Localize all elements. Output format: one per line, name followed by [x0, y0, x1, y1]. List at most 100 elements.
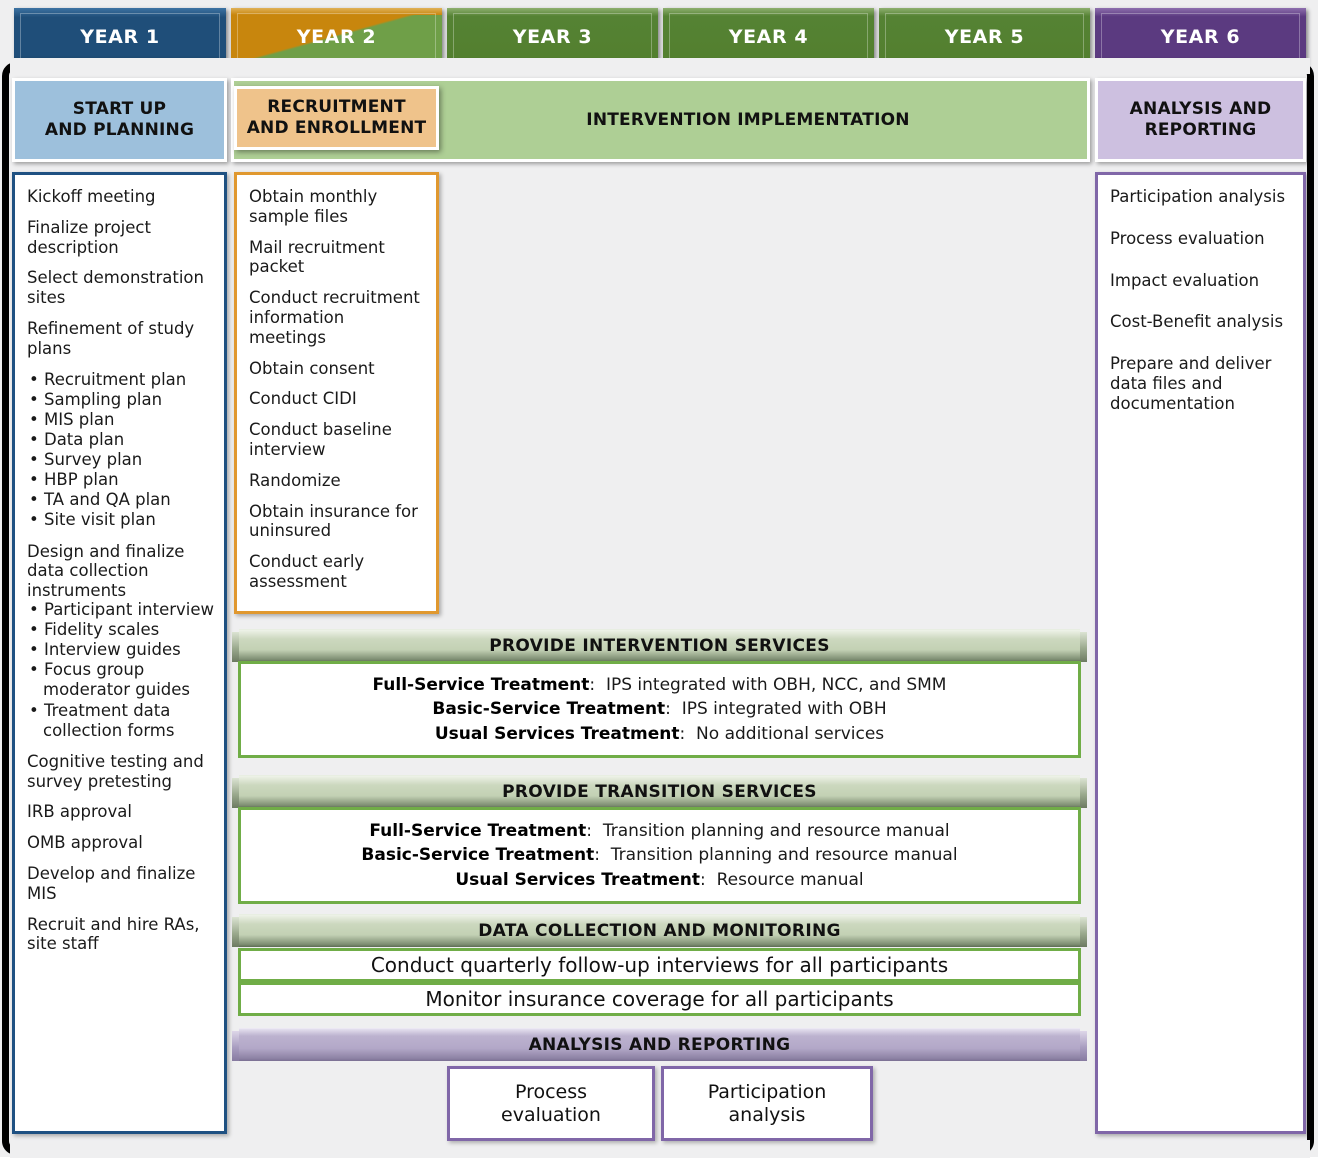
list-item: • Participant interview: [29, 599, 214, 619]
year-tab-year-6[interactable]: YEAR 6: [1095, 8, 1306, 66]
ribbon-left-tab: [232, 632, 240, 662]
list-item: Conduct recruitment information meetings: [249, 288, 420, 347]
service-row: Basic-Service Treatment: IPS integrated …: [432, 699, 887, 720]
list-item: • HBP plan: [29, 470, 119, 490]
year-tab-label: YEAR 4: [728, 26, 809, 48]
service-label: Usual Services Treatment: [434, 723, 680, 744]
analysis-box-line1: Participation: [707, 1080, 827, 1103]
list-item: • Focus group moderator guides: [29, 660, 191, 700]
list-item: Conduct baseline interview: [249, 420, 392, 459]
service-value: Transition planning and resource manual: [602, 820, 950, 841]
phase-analysis-line2: REPORTING: [1144, 120, 1257, 140]
list-item: Select demonstration sites: [27, 268, 204, 308]
phase-startup-line2: AND PLANNING: [44, 120, 195, 140]
ribbon-right-tab: [1079, 632, 1087, 662]
analysis-box-process-evaluation: Process evaluation: [447, 1066, 655, 1141]
ribbon-left-tab: [232, 1031, 240, 1061]
list-item: Impact evaluation: [1110, 270, 1260, 290]
service-label: Basic-Service Treatment: [361, 845, 595, 866]
transition-services-panel: Full-Service Treatment: Transition plann…: [238, 807, 1081, 904]
ribbon-right-tab: [1079, 1031, 1087, 1061]
ribbon-right-tab: [1079, 778, 1087, 808]
phase-recruitment-enrollment: RECRUITMENT AND ENROLLMENT: [234, 86, 439, 150]
instruments-header: Design and finalize data collection inst…: [27, 541, 185, 601]
phase-banner-row: START UP AND PLANNING INTERVENTION IMPLE…: [0, 78, 1318, 166]
analysis-box-participation-analysis: Participation analysis: [661, 1066, 873, 1141]
list-item: OMB approval: [27, 833, 143, 853]
list-item: Obtain consent: [249, 358, 375, 378]
year-tab-label: YEAR 3: [512, 26, 593, 48]
service-row: Usual Services Treatment: No additional …: [434, 723, 885, 744]
service-value: IPS integrated with OBH, NCC, and SMM: [605, 674, 947, 695]
analysis-box-line2: analysis: [728, 1103, 806, 1126]
banner-analysis-reporting: ANALYSIS AND REPORTING: [232, 1028, 1087, 1061]
list-item: Cost-Benefit analysis: [1110, 312, 1284, 332]
banner-label: DATA COLLECTION AND MONITORING: [239, 914, 1080, 947]
banner-label: PROVIDE INTERVENTION SERVICES: [239, 629, 1080, 662]
service-value: No additional services: [696, 723, 885, 744]
list-item: • Fidelity scales: [29, 620, 160, 640]
data-collection-row-1: Conduct quarterly follow-up interviews f…: [238, 948, 1081, 982]
list-item: Conduct CIDI: [249, 389, 357, 409]
year2-task-list: Obtain monthly sample files Mail recruit…: [234, 172, 439, 614]
year-tab-year-1[interactable]: YEAR 1: [14, 8, 226, 66]
analysis-box-line2: evaluation: [501, 1103, 601, 1126]
instrument-bullets: • Participant interview • Fidelity scale…: [27, 600, 214, 741]
list-item: Kickoff meeting: [27, 187, 156, 206]
list-item: Mail recruitment packet: [249, 237, 385, 277]
banner-label: ANALYSIS AND REPORTING: [239, 1028, 1080, 1061]
ribbon-right-tab: [1079, 917, 1087, 947]
list-item: • Data plan: [29, 429, 125, 449]
list-item: • Survey plan: [29, 450, 143, 470]
year-tab-label: YEAR 2: [296, 26, 377, 48]
list-item: • MIS plan: [29, 409, 115, 429]
list-item: Obtain insurance for uninsured: [249, 501, 418, 541]
service-value: Resource manual: [716, 869, 864, 890]
list-item: • Treatment data collection forms: [29, 700, 175, 740]
service-label: Full-Service Treatment: [372, 674, 590, 695]
banner-provide-transition-services: PROVIDE TRANSITION SERVICES: [232, 775, 1087, 808]
year-tab-year-5[interactable]: YEAR 5: [879, 8, 1090, 66]
phase-startup-line1: START UP: [72, 99, 167, 120]
list-item: • Recruitment plan: [29, 369, 187, 389]
analysis-box-line1: Process: [514, 1080, 588, 1103]
year-tab-label: YEAR 5: [944, 26, 1025, 48]
list-item: Refinement of study plans: [27, 318, 195, 358]
service-row: Full-Service Treatment: IPS integrated w…: [372, 674, 947, 695]
list-item: • Interview guides: [29, 640, 181, 660]
phase-recruitment-line2: AND ENROLLMENT: [246, 118, 427, 138]
service-row: Usual Services Treatment: Resource manua…: [455, 869, 864, 890]
list-item: Conduct early assessment: [249, 552, 365, 591]
year-tab-label: YEAR 6: [1160, 26, 1241, 48]
phase-recruitment-line1: RECRUITMENT: [267, 97, 406, 118]
year1-task-list: Kickoff meeting Finalize project descrip…: [12, 172, 227, 1134]
list-item: Process evaluation: [1110, 228, 1265, 248]
list-item: Randomize: [249, 470, 341, 490]
list-item: Prepare and deliver data files and docum…: [1110, 354, 1272, 413]
study-plan-bullets: • Recruitment plan • Sampling plan • MIS…: [27, 370, 214, 531]
ribbon-left-tab: [232, 778, 240, 808]
banner-label: PROVIDE TRANSITION SERVICES: [239, 775, 1080, 808]
list-item: Participation analysis: [1110, 187, 1286, 206]
bevel-top-band: [231, 8, 442, 15]
list-item: • Site visit plan: [29, 510, 156, 530]
list-item: Obtain monthly sample files: [249, 187, 378, 226]
banner-provide-intervention-services: PROVIDE INTERVENTION SERVICES: [232, 629, 1087, 662]
intervention-services-panel: Full-Service Treatment: IPS integrated w…: [238, 661, 1081, 758]
phase-analysis-line1: ANALYSIS AND: [1129, 99, 1272, 120]
list-item: Develop and finalize MIS: [27, 864, 196, 903]
service-label: Basic-Service Treatment: [432, 699, 666, 720]
list-item: • Sampling plan: [29, 389, 163, 409]
service-row: Basic-Service Treatment: Transition plan…: [361, 845, 958, 866]
data-collection-row-2: Monitor insurance coverage for all parti…: [238, 982, 1081, 1016]
service-row: Full-Service Treatment: Transition plann…: [369, 820, 950, 841]
year6-task-list: Participation analysis Process evaluatio…: [1095, 172, 1306, 1134]
service-label: Usual Services Treatment: [455, 869, 701, 890]
year-tab-label: YEAR 1: [80, 26, 160, 48]
phase-analysis-reporting: ANALYSIS AND REPORTING: [1095, 78, 1306, 162]
service-value: IPS integrated with OBH: [681, 699, 887, 720]
frame-bottom-gap: [10, 1140, 1310, 1158]
phase-startup-planning: START UP AND PLANNING: [12, 78, 227, 162]
list-item: Recruit and hire RAs, site staff: [27, 914, 200, 954]
